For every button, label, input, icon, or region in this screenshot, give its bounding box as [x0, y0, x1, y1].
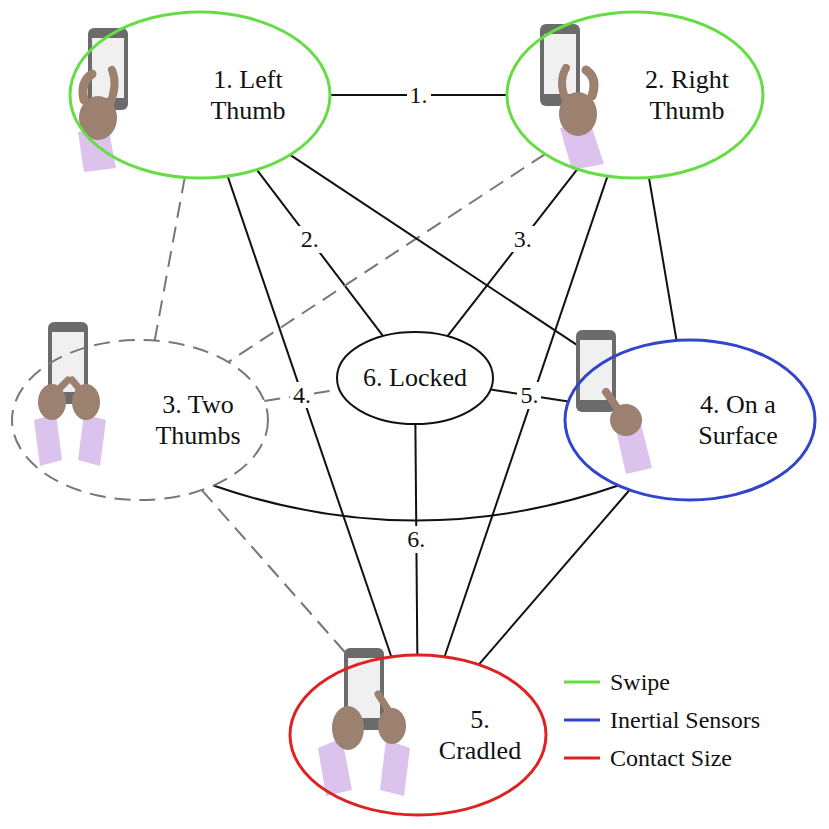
connector: [649, 178, 677, 341]
ellipse-border: [565, 340, 815, 500]
node-label: 3. Two Thumbs: [146, 389, 250, 451]
node-label: 5. Cradled: [432, 704, 528, 766]
node-label: 6. Locked: [350, 362, 480, 393]
edge-label: 5.: [517, 382, 541, 408]
connector: [228, 154, 545, 362]
ellipse-node: 4. On a Surface: [563, 338, 817, 502]
connector: [445, 176, 608, 657]
connector: [448, 169, 578, 336]
edge-label: 2.: [298, 226, 322, 252]
surface-icon: [576, 330, 652, 474]
ellipse-outline: [288, 653, 548, 817]
connector: [228, 176, 392, 657]
legend-swatch: [564, 667, 600, 697]
legend-text: Inertial Sensors: [610, 707, 760, 734]
ellipse-node: 5. Cradled: [288, 653, 548, 817]
legend-row: Inertial Sensors: [564, 705, 760, 735]
ellipse-border: [290, 655, 546, 815]
right-thumb-icon: [540, 24, 604, 170]
ellipse-border: [337, 332, 493, 424]
edge-label: 4.: [290, 382, 314, 408]
ellipse-border: [507, 12, 763, 178]
edge-label: 1.: [407, 82, 431, 108]
ellipse-outline: [10, 338, 270, 502]
connector: [290, 155, 603, 363]
connector: [155, 177, 185, 340]
legend-swatch-line: [564, 757, 600, 760]
two-thumbs-icon: [34, 322, 106, 466]
connector: [479, 490, 630, 665]
ellipse-outline: [563, 338, 817, 502]
legend-swatch-line: [564, 681, 600, 684]
legend-text: Swipe: [610, 669, 670, 696]
ellipse-outline: [505, 10, 765, 180]
node-label: 4. On a Surface: [688, 389, 788, 451]
cradled-icon: [318, 648, 410, 796]
ellipse-border: [12, 340, 268, 500]
ellipse-node: 6. Locked: [335, 330, 495, 426]
legend-row: Contact Size: [564, 743, 732, 773]
node-label: 1. Left Thumb: [198, 64, 298, 126]
legend-swatch-line: [564, 719, 600, 722]
node-label: 2. Right Thumb: [635, 64, 739, 126]
legend-row: Swipe: [564, 667, 670, 697]
edge-label: 6.: [404, 526, 428, 552]
ellipse-node: 1. Left Thumb: [68, 10, 332, 180]
ellipse-node: 2. Right Thumb: [505, 10, 765, 180]
connector: [202, 490, 356, 665]
edge-label: 3.: [511, 226, 535, 252]
legend-text: Contact Size: [610, 745, 732, 772]
connector: [213, 486, 618, 521]
legend-swatch: [564, 743, 600, 773]
ellipse-outline: [68, 10, 332, 180]
legend-swatch: [564, 705, 600, 735]
ellipse-border: [70, 12, 330, 178]
ellipse-node: 3. Two Thumbs: [10, 338, 270, 502]
connector: [257, 170, 383, 336]
